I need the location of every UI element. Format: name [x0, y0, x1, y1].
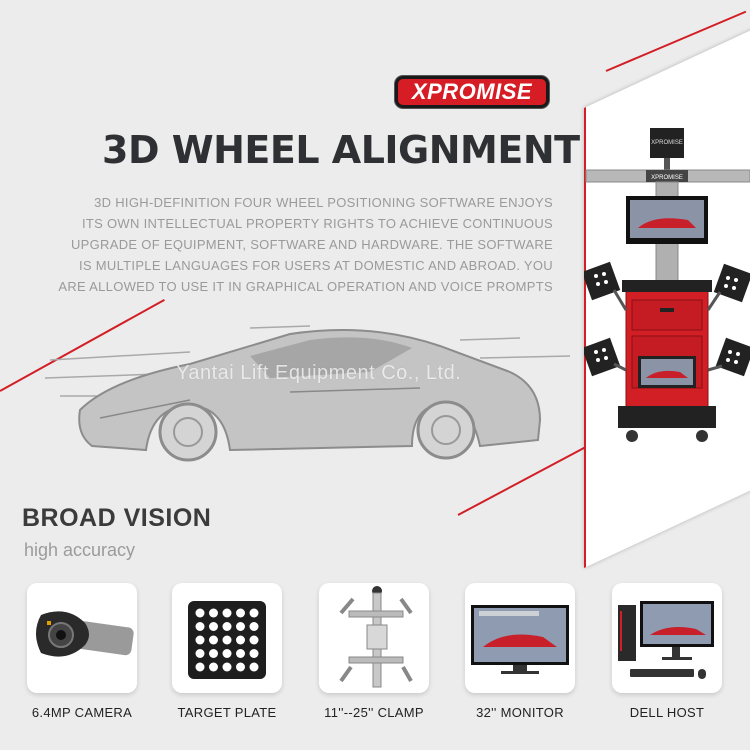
svg-text:XPROMISE: XPROMISE — [651, 140, 683, 146]
company-watermark: Yantai Lift Equipment Co., Ltd. — [176, 362, 462, 384]
target-plate-caption: TARGET PLATE — [177, 705, 277, 720]
clamp-card[interactable] — [319, 583, 429, 693]
target-plate-icon — [188, 601, 266, 679]
target-dot — [236, 649, 245, 658]
target-dot — [222, 649, 232, 658]
page-title: 3D WHEEL ALIGNMENT — [102, 128, 580, 172]
target-dot — [195, 649, 205, 658]
target-dot — [249, 662, 259, 672]
target-dot — [195, 635, 205, 645]
monitor-card[interactable] — [465, 583, 575, 693]
clamp-caption: 11''--25'' CLAMP — [324, 705, 424, 720]
svg-text:XPROMISE: XPROMISE — [651, 175, 683, 181]
target-dot — [249, 608, 259, 618]
target-dot — [209, 622, 218, 631]
clamp-icon — [339, 586, 413, 688]
xpromise-logo: XPROMISE — [395, 76, 549, 108]
feature-title: BROAD VISION — [22, 504, 212, 532]
camera-icon — [36, 611, 134, 657]
target-dot — [222, 608, 232, 618]
target-dot — [236, 622, 245, 631]
description-line: IS MULTIPLE LANGUAGES FOR USERS AT DOMES… — [78, 258, 553, 273]
target-dot — [195, 608, 205, 618]
target-dot — [209, 608, 218, 618]
product-description: 3D HIGH-DEFINITION FOUR WHEEL POSITIONIN… — [20, 192, 553, 297]
target-dot — [236, 662, 245, 672]
camera-card[interactable] — [27, 583, 137, 693]
target-dot — [209, 649, 218, 658]
target-dot — [249, 635, 259, 645]
target-dot — [195, 622, 205, 631]
target-plate-card[interactable] — [172, 583, 282, 693]
target-dot — [195, 662, 205, 672]
host-card[interactable] — [612, 583, 722, 693]
wheel-aligner-machine-image: XPROMISE XPROMISE — [584, 128, 750, 442]
pc-host-icon — [618, 601, 714, 679]
target-dot — [222, 622, 232, 631]
monitor-icon — [471, 605, 569, 674]
target-dot — [209, 662, 218, 672]
description-line: ITS OWN INTELLECTUAL PROPERTY RIGHTS TO … — [81, 216, 553, 231]
target-dot — [249, 622, 259, 631]
target-dot — [249, 649, 259, 658]
description-line: UPGRADE OF EQUIPMENT, SOFTWARE AND HARDW… — [70, 237, 553, 252]
monitor-caption: 32'' MONITOR — [476, 705, 564, 720]
sports-car-illustration — [44, 325, 571, 462]
target-dot — [209, 635, 218, 645]
target-dot — [236, 608, 245, 618]
target-dot — [222, 635, 232, 645]
description-line: ARE ALLOWED TO USE IT IN GRAPHICAL OPERA… — [58, 279, 553, 294]
camera-caption: 6.4MP CAMERA — [31, 705, 133, 720]
target-dot — [222, 662, 232, 672]
target-dot — [236, 635, 245, 645]
description-line: 3D HIGH-DEFINITION FOUR WHEEL POSITIONIN… — [94, 195, 553, 210]
feature-subtitle: high accuracy — [24, 540, 136, 560]
host-caption: DELL HOST — [629, 705, 705, 720]
